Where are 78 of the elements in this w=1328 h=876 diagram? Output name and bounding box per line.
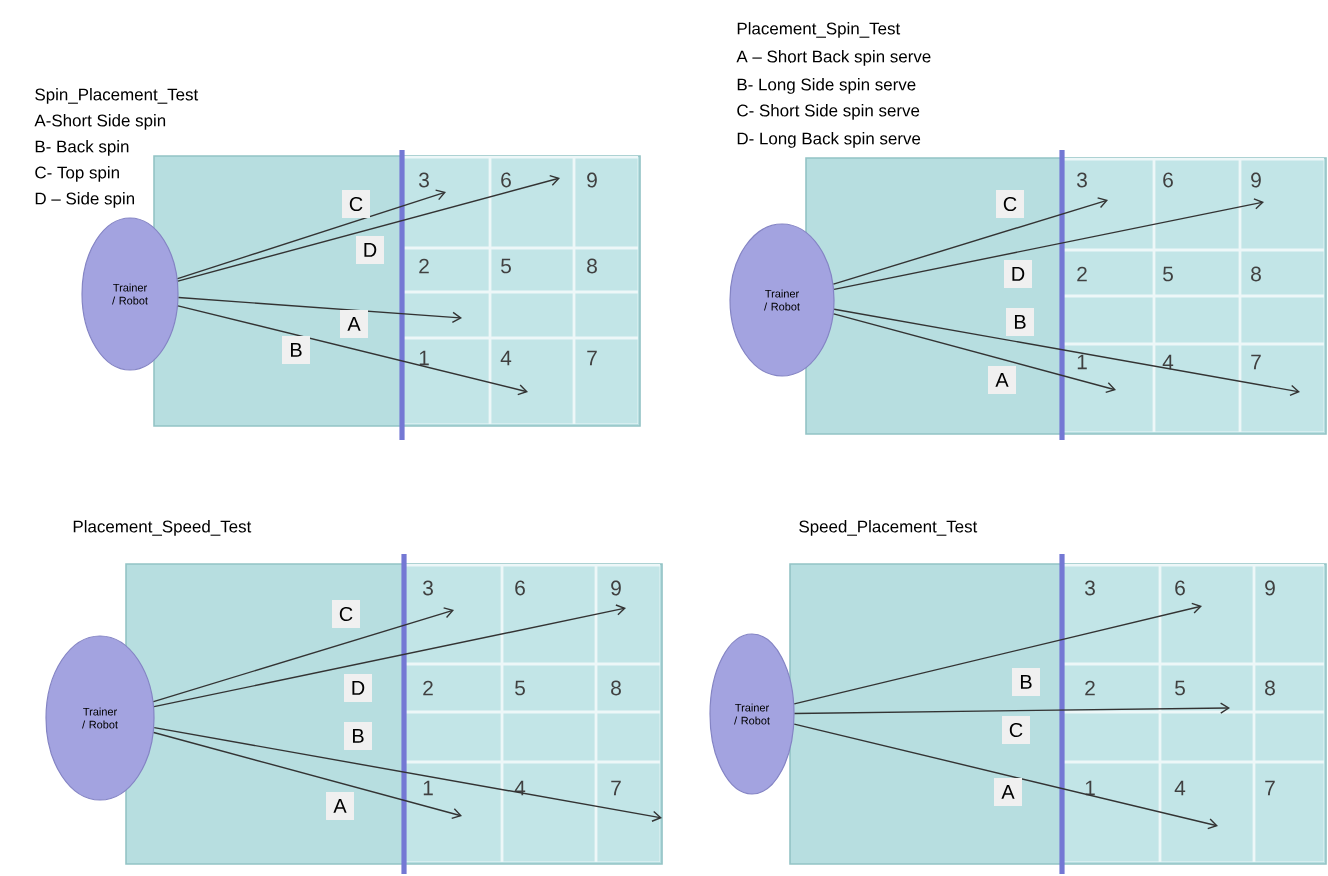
zone-number: 8 [1265, 680, 1275, 696]
arrow [153, 731, 462, 820]
legend-line: D- Long Back spin serve [737, 132, 921, 148]
zone-number: 4 [500, 350, 512, 366]
zone-number: 9 [1265, 580, 1275, 596]
legend-line: Placement_Speed_Test [73, 520, 252, 536]
zone-number: 8 [1251, 266, 1261, 282]
zone-number: 5 [515, 680, 525, 696]
arrow [153, 726, 662, 822]
zone-number: 8 [587, 258, 597, 274]
arrow [177, 305, 528, 396]
arrow [833, 198, 1264, 291]
zone-number: 1 [423, 780, 433, 796]
edge-label: C [1002, 716, 1030, 744]
arrow [793, 602, 1202, 705]
edge-label: B [1006, 308, 1034, 336]
zone-number: 2 [419, 258, 429, 274]
zone-number: 6 [1175, 580, 1185, 596]
legend-line: D – Side spin [35, 192, 134, 208]
edge-label: D [1004, 260, 1032, 288]
edge-label: C [996, 190, 1024, 218]
edge-label: A [326, 792, 354, 820]
zone-number: 5 [501, 258, 511, 274]
arrow [153, 604, 626, 708]
zone-number: 3 [419, 172, 429, 188]
zone-number: 7 [1251, 354, 1261, 370]
arrow [793, 702, 1230, 715]
arrow [793, 723, 1218, 830]
arrow [152, 607, 454, 703]
legend-line: Spin_Placement_Test [35, 88, 199, 104]
edge-label: D [356, 236, 384, 264]
zone-number: 5 [1163, 266, 1173, 282]
zone-number: 7 [1265, 780, 1275, 796]
zone-number: 1 [419, 350, 429, 366]
arrow [177, 296, 462, 323]
zone-number: 9 [587, 172, 597, 188]
edge-label: D [344, 674, 372, 702]
edge-label: B [282, 336, 310, 364]
arrow [832, 197, 1108, 285]
zone-number: 6 [515, 580, 525, 596]
zone-number: 2 [1085, 680, 1095, 696]
edge-label: A [340, 310, 368, 338]
zone-number: 3 [423, 580, 433, 596]
legend-line: Placement_Spin_Test [737, 22, 901, 38]
zone-number: 6 [1163, 172, 1173, 188]
zone-number: 2 [423, 680, 433, 696]
edge-label: C [342, 190, 370, 218]
edge-label: B [344, 722, 372, 750]
zone-number: 4 [1174, 780, 1186, 796]
zone-number: 9 [611, 580, 621, 596]
arrow [176, 189, 446, 280]
edge-label: A [994, 778, 1022, 806]
zone-number: 5 [1175, 680, 1185, 696]
zone-number: 6 [501, 172, 511, 188]
legend-line: C- Short Side spin serve [737, 104, 920, 120]
zone-number: 1 [1085, 780, 1095, 796]
arrow [833, 308, 1300, 396]
legend-line: C- Top spin [35, 166, 119, 182]
legend-line: B- Long Side spin serve [737, 78, 916, 94]
zone-number: 7 [611, 780, 621, 796]
zone-number: 4 [514, 780, 526, 796]
zone-number: 7 [587, 350, 597, 366]
edge-label: C [332, 600, 360, 628]
arrow [833, 313, 1116, 394]
zone-number: 4 [1162, 354, 1174, 370]
legend-line: B- Back spin [35, 140, 129, 156]
zone-number: 3 [1084, 580, 1095, 596]
legend-line: A-Short Side spin [34, 114, 166, 130]
zone-number: 3 [1076, 172, 1087, 188]
edge-label: B [1012, 668, 1040, 696]
legend-line: Speed_Placement_Test [799, 520, 978, 536]
zone-number: 9 [1251, 172, 1261, 188]
legend-line: A – Short Back spin serve [736, 50, 931, 66]
zone-number: 1 [1077, 354, 1087, 370]
zone-number: 8 [611, 680, 621, 696]
edge-label: A [988, 366, 1016, 394]
zone-number: 2 [1077, 266, 1087, 282]
arrow [177, 174, 560, 282]
